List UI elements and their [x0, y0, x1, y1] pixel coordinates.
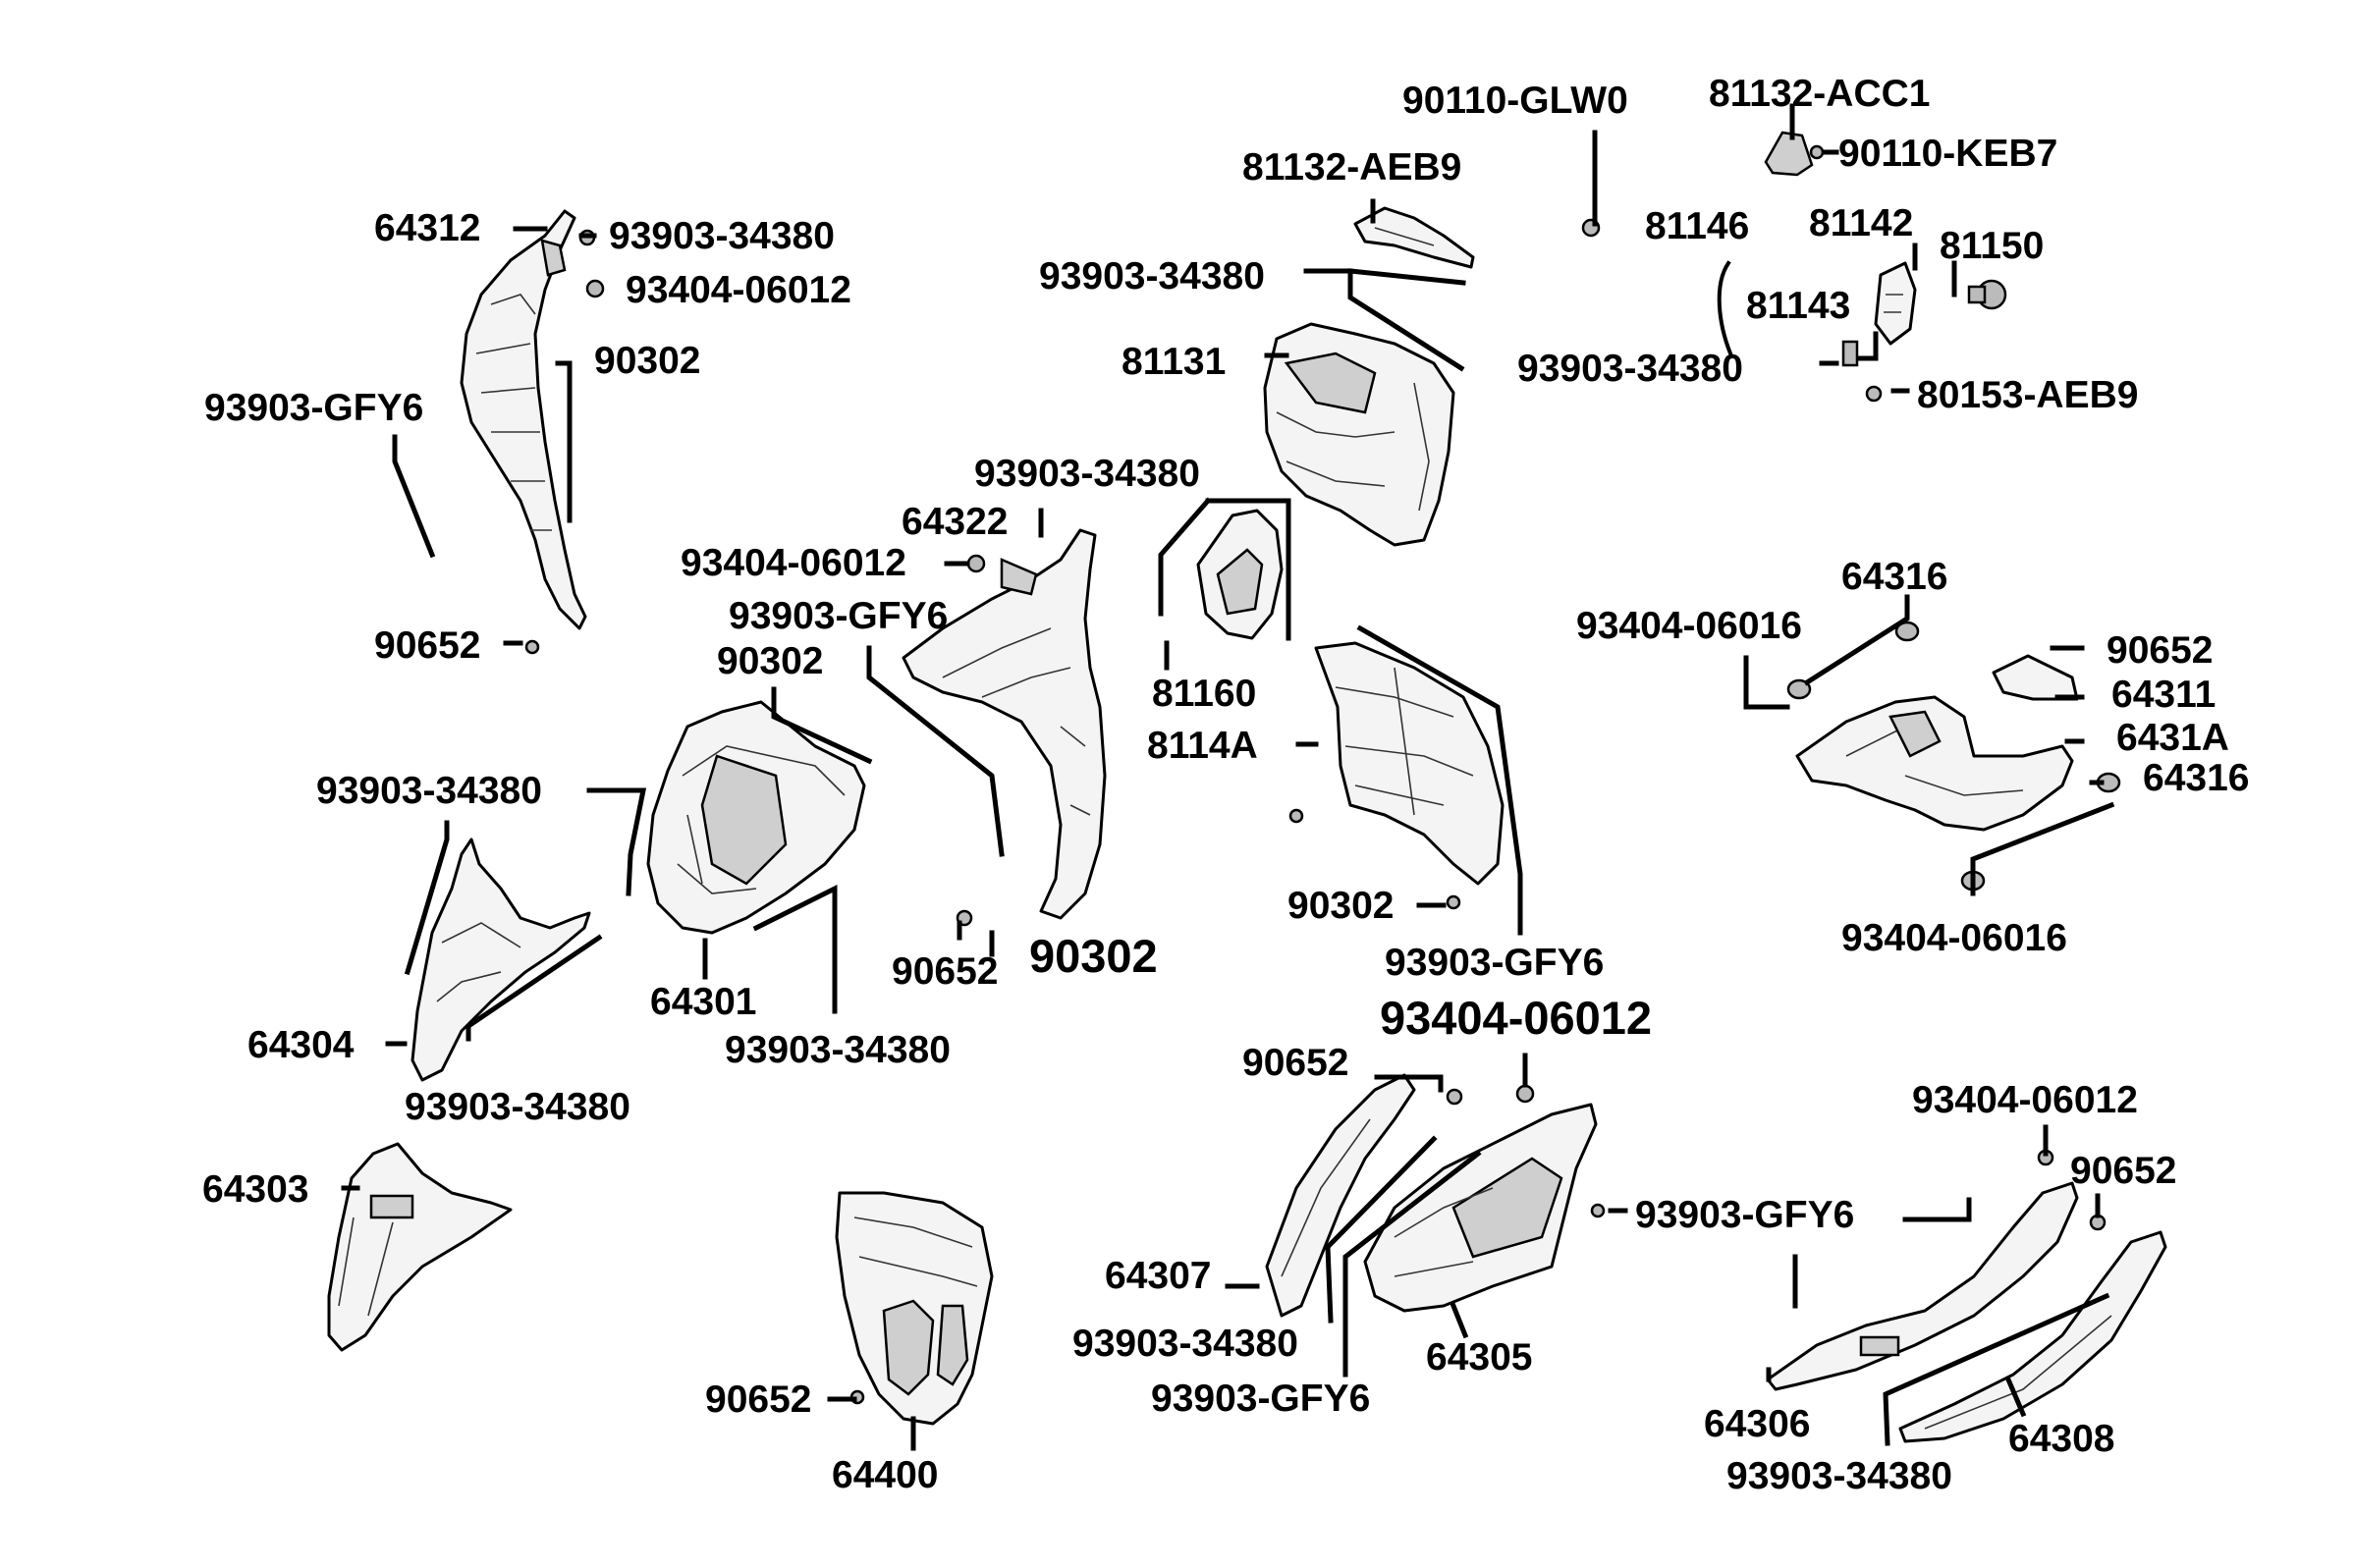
label-64311: 64311 [2111, 674, 2216, 716]
label-81132-AEB9: 81132-AEB9 [1242, 146, 1461, 189]
label-90302-c: 90302 [1029, 930, 1158, 982]
label-64322: 64322 [902, 501, 1008, 543]
label-64305: 64305 [1426, 1336, 1532, 1379]
part-6431A-floor-panel [1795, 695, 2074, 832]
label-93404-06012-d: 93404-06012 [1912, 1079, 2138, 1121]
part-64311-cover [1992, 654, 2079, 701]
label-93404-06012-c: 93404-06012 [1380, 992, 1652, 1044]
part-81143-clip [1841, 340, 1859, 367]
label-93903-34380-i: 93903-34380 [1726, 1455, 1952, 1497]
part-81142-latch [1874, 261, 1917, 346]
label-90302-b: 90302 [717, 640, 823, 682]
label-81160: 81160 [1152, 673, 1256, 715]
label-93903-GFY6-d: 93903-GFY6 [1635, 1194, 1854, 1236]
label-81132-ACC1: 81132-ACC1 [1709, 73, 1930, 115]
part-64308-lower-strip [1898, 1230, 2167, 1443]
label-90110-GLW0: 90110-GLW0 [1402, 80, 1628, 122]
label-90652-e: 90652 [2070, 1150, 2176, 1192]
label-8114A: 8114A [1147, 725, 1258, 767]
label-64303: 64303 [202, 1168, 308, 1211]
label-90652-d: 90652 [1242, 1042, 1348, 1084]
label-64312: 64312 [374, 207, 480, 249]
part-64306-floor-skirt [1766, 1181, 2079, 1391]
part-64400-front-cover [835, 1191, 994, 1426]
label-90652-c: 90652 [892, 950, 998, 993]
label-93903-GFY6-c: 93903-GFY6 [1385, 942, 1604, 984]
label-64307: 64307 [1105, 1255, 1211, 1297]
label-6431A: 6431A [2116, 717, 2229, 759]
part-64307-side-strip [1265, 1073, 1416, 1318]
label-81142: 81142 [1809, 202, 1913, 244]
leader-lines [341, 103, 2115, 1451]
label-90110-KEB7: 90110-KEB7 [1838, 133, 2057, 175]
label-90652-b: 90652 [2107, 629, 2213, 672]
label-81143: 81143 [1746, 285, 1850, 327]
label-93903-GFY6-a: 93903-GFY6 [204, 387, 423, 429]
label-90652-f: 90652 [705, 1379, 811, 1421]
label-93903-34380-d: 93903-34380 [974, 453, 1200, 495]
label-93404-06016-b: 93404-06016 [1841, 917, 2067, 959]
label-93903-GFY6-e: 93903-GFY6 [1151, 1378, 1370, 1420]
part-81131-inner-box [1263, 322, 1455, 547]
part-64303-emblem-cover [327, 1142, 513, 1352]
label-64306: 64306 [1704, 1403, 1810, 1445]
part-81160-bracket [1196, 509, 1284, 640]
part-81150-knob [1967, 279, 2007, 310]
label-64301: 64301 [650, 981, 756, 1023]
part-81132-ACC1 [1764, 131, 1814, 177]
label-81146: 81146 [1645, 205, 1749, 247]
label-93903-GFY6-b: 93903-GFY6 [729, 595, 948, 637]
hardware-fasteners [524, 144, 2107, 1405]
label-93903-34380-f: 93903-34380 [405, 1086, 630, 1128]
part-81132-AEB9 [1353, 206, 1475, 269]
label-90302-d: 90302 [1287, 885, 1394, 927]
part-64301-front-shield [646, 700, 866, 935]
label-90302-a: 90302 [594, 340, 700, 382]
part-64322-inner-panel [902, 528, 1107, 920]
part-drawings [327, 131, 2167, 1443]
part-labels: 90110-GLW0 81132-ACC1 90110-KEB7 81132-A… [202, 73, 2249, 1497]
label-93903-34380-h: 93903-34380 [1072, 1323, 1298, 1365]
label-93903-34380-a: 93903-34380 [1039, 255, 1265, 297]
part-8114A-inner-panel [1314, 641, 1505, 886]
part-64312-side-panel [460, 209, 587, 630]
label-81150: 81150 [1940, 225, 2044, 267]
label-64316-a: 64316 [1841, 556, 1947, 598]
label-90652-a: 90652 [374, 624, 480, 667]
label-93903-34380-g: 93903-34380 [725, 1029, 951, 1071]
part-64305-floor-side [1363, 1103, 1598, 1313]
label-64316-b: 64316 [2143, 757, 2249, 799]
label-64308: 64308 [2008, 1418, 2114, 1460]
label-93903-34380-e: 93903-34380 [316, 770, 542, 812]
part-81146-rod [1717, 260, 1733, 356]
label-64400: 64400 [832, 1454, 938, 1496]
label-64304: 64304 [247, 1024, 355, 1066]
label-80153-AEB9: 80153-AEB9 [1917, 374, 2138, 416]
label-93404-06012-b: 93404-06012 [681, 542, 906, 584]
label-93903-34380-c: 93903-34380 [609, 215, 835, 257]
part-64304-lower-cover [410, 838, 591, 1082]
label-93903-34380-b: 93903-34380 [1517, 348, 1743, 390]
label-93404-06016-a: 93404-06016 [1576, 605, 1802, 647]
label-81131: 81131 [1122, 341, 1226, 383]
label-93404-06012-a: 93404-06012 [626, 269, 851, 311]
